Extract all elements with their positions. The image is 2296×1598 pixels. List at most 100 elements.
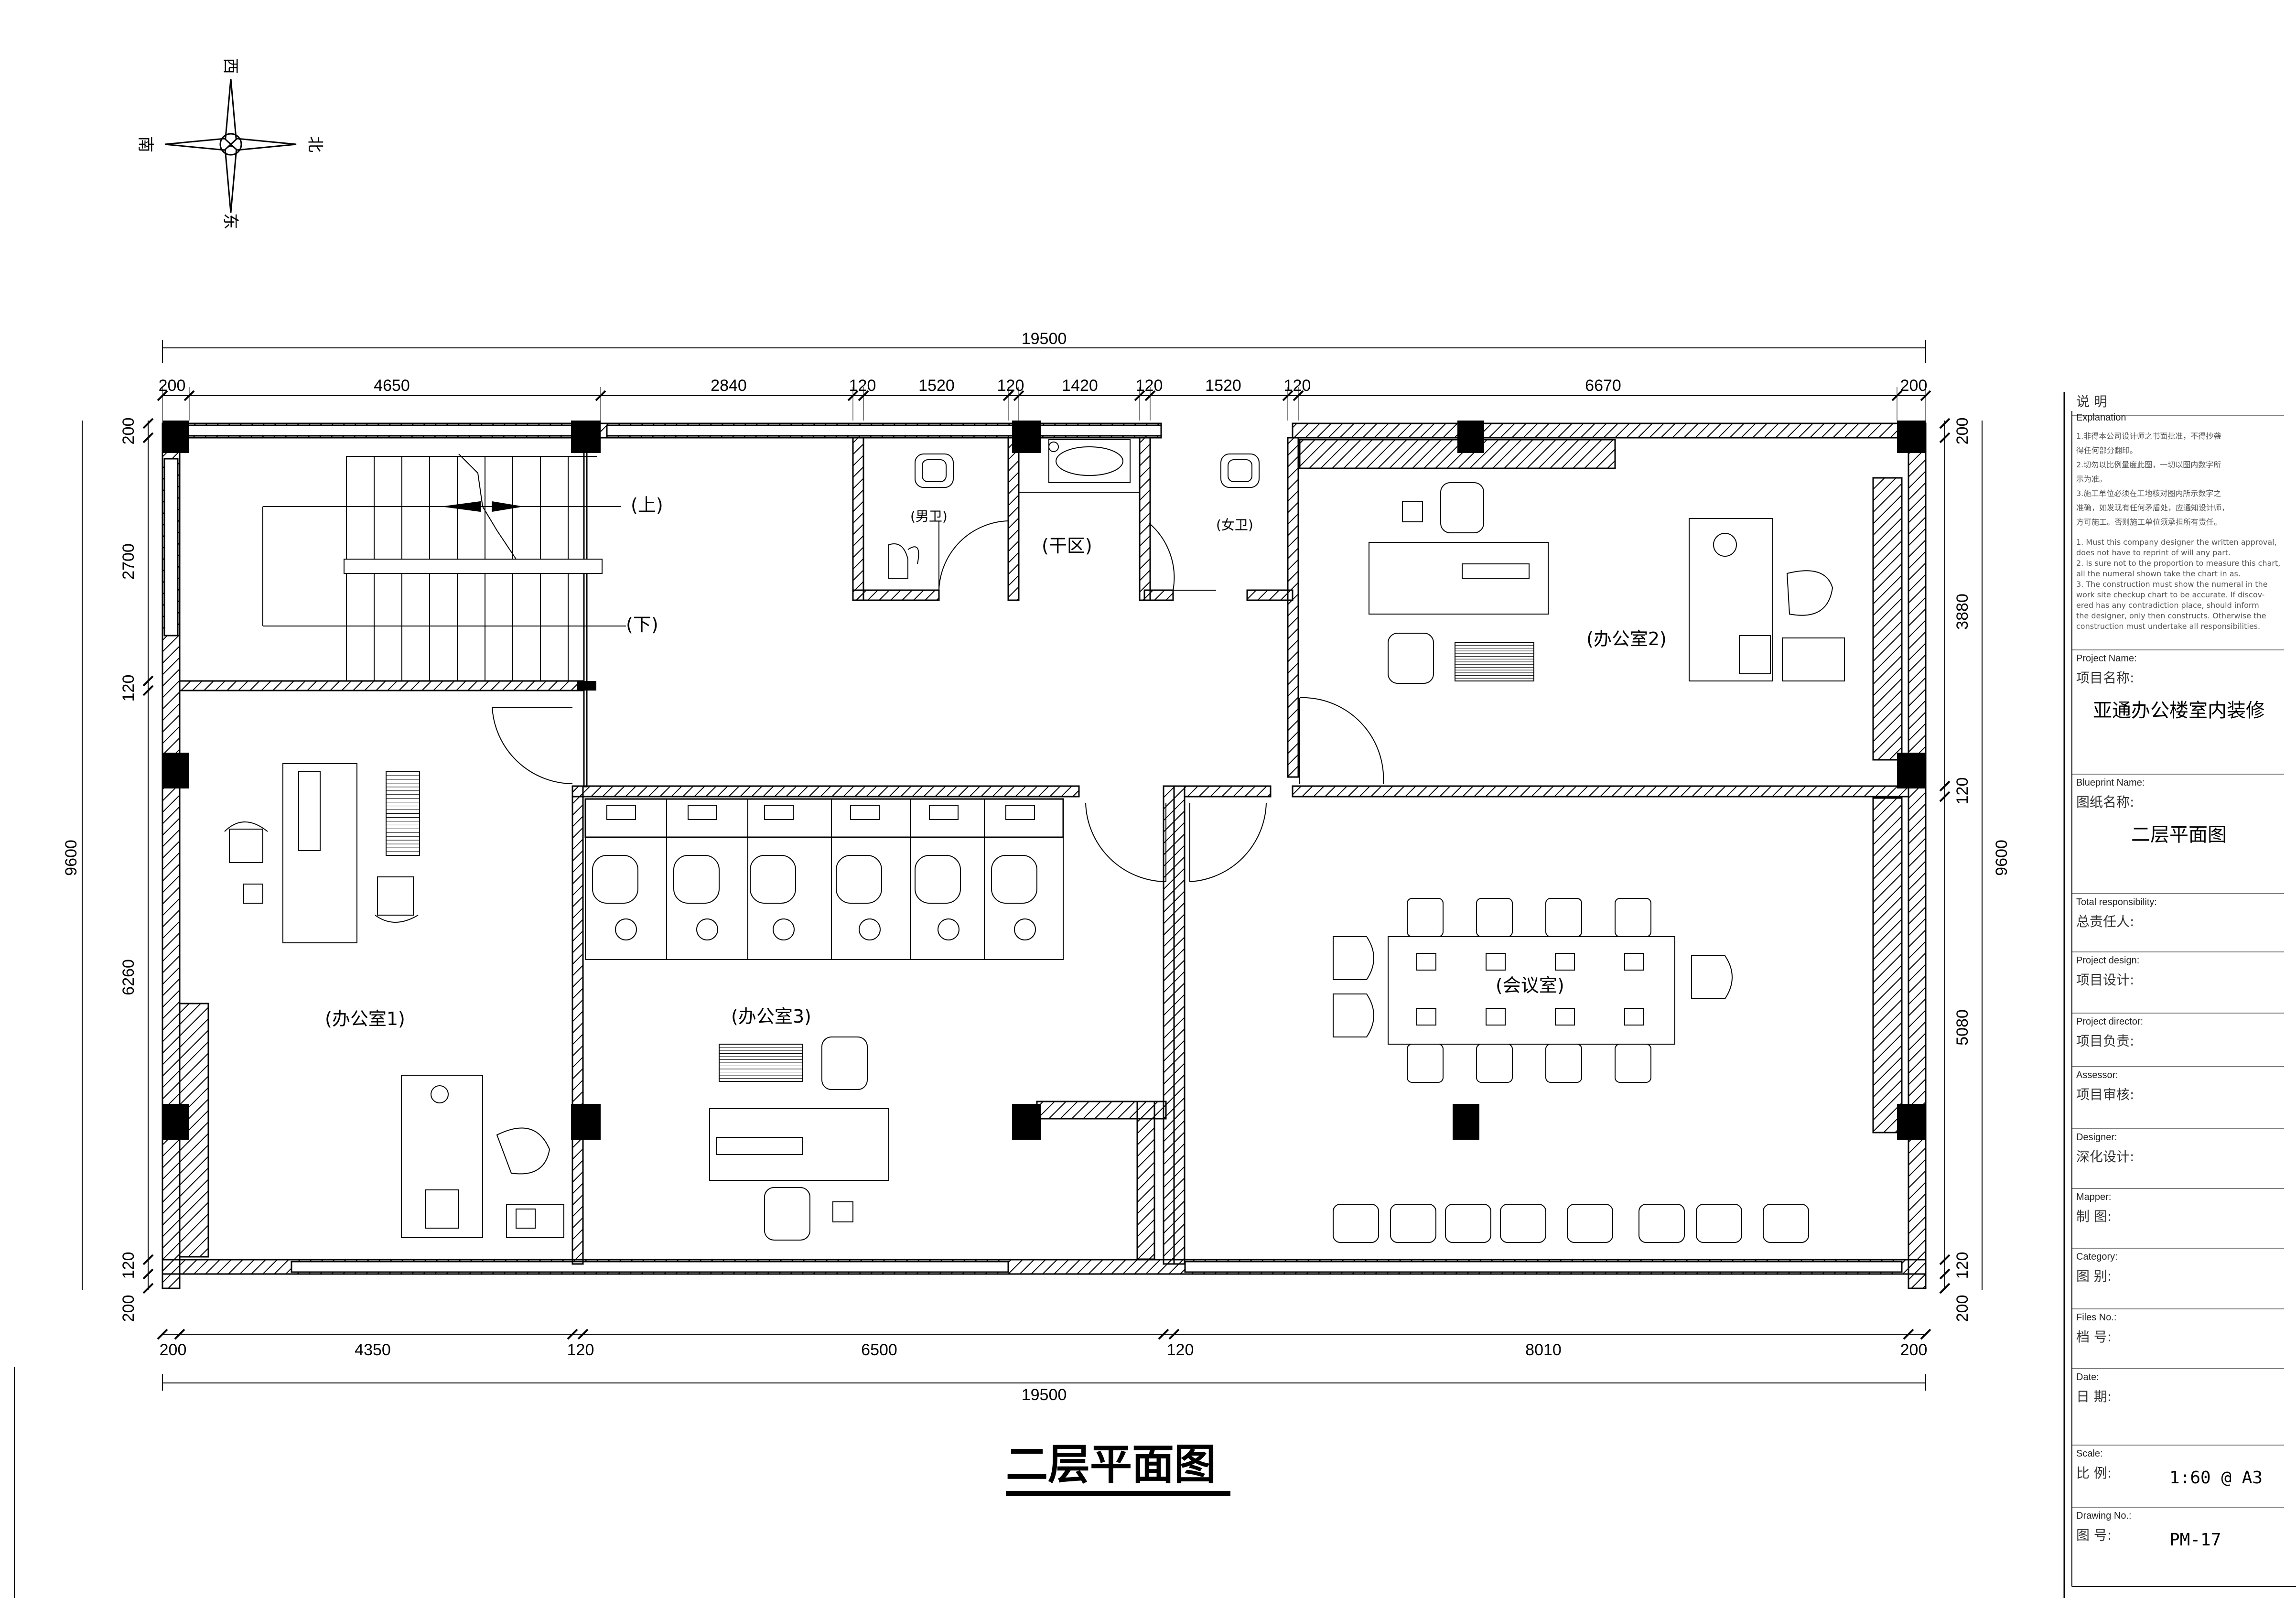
tb-blueprint-name-label-cn: 图纸名称: xyxy=(2076,794,2134,810)
dim-bottom-3: 6500 xyxy=(861,1341,897,1359)
column xyxy=(1897,753,1926,788)
staircase xyxy=(262,453,626,681)
chair xyxy=(764,1187,810,1241)
laptop xyxy=(1486,953,1506,971)
column xyxy=(162,421,189,453)
column xyxy=(1012,421,1041,453)
wall-office3-right xyxy=(1163,785,1175,1265)
chair xyxy=(1476,1044,1513,1083)
chair xyxy=(1333,993,1374,1037)
tb-designer-label-en: Designer: xyxy=(2076,1132,2117,1143)
sofa-seat xyxy=(1500,1204,1546,1243)
sofa-seat xyxy=(1763,1204,1809,1243)
chair xyxy=(592,855,638,904)
sofa-seat xyxy=(1445,1204,1491,1243)
dim-right-1: 3880 xyxy=(1953,594,1972,630)
tb-date-label-en: Date: xyxy=(2076,1372,2099,1382)
wall-office3-top xyxy=(571,785,1080,798)
male-wc-label: (男卫) xyxy=(910,508,948,524)
dim-bottom-1: 4350 xyxy=(355,1341,391,1359)
tb-project-director-label-en: Project director: xyxy=(2076,1016,2143,1027)
laptop xyxy=(1555,1008,1575,1026)
column xyxy=(1453,1104,1479,1140)
dim-right-total: 9600 xyxy=(1993,840,2011,876)
dim-right-5: 200 xyxy=(1953,1295,1972,1322)
tb-drawing-no-label-cn: 图 号: xyxy=(2076,1527,2112,1543)
walls xyxy=(162,422,1927,1289)
dim-right-2: 120 xyxy=(1953,777,1972,805)
tb-project-design-label-en: Project design: xyxy=(2076,955,2139,966)
tb-note-cn: 1.非得本公司设计师之书面批准，不得抄袭 xyxy=(2076,432,2221,441)
wall-meeting-left xyxy=(1173,785,1186,1265)
dim-right-4: 120 xyxy=(1953,1252,1972,1279)
tb-category-label-en: Category: xyxy=(2076,1252,2118,1262)
desk xyxy=(1369,542,1549,615)
monitor xyxy=(764,805,794,820)
tb-blueprint-name-value: 二层平面图 xyxy=(2131,824,2227,846)
sofa-seat xyxy=(1333,1204,1379,1243)
doors xyxy=(492,697,1384,882)
dim-left-0: 200 xyxy=(119,418,138,445)
tb-scale-label-cn: 比 例: xyxy=(2076,1465,2112,1481)
chair xyxy=(1615,898,1651,937)
sofa-seat xyxy=(1567,1204,1613,1243)
female-wc-label: (女卫) xyxy=(1216,517,1253,533)
dim-bottom-4: 120 xyxy=(1167,1341,1194,1359)
chair xyxy=(1786,570,1833,616)
tb-mapper-label-cn: 制 图: xyxy=(2076,1209,2112,1224)
column xyxy=(162,753,189,788)
tb-assessor-label-en: Assessor: xyxy=(2076,1070,2118,1080)
drawing-title: 二层平面图 xyxy=(1006,1440,1216,1489)
laptop xyxy=(1416,953,1436,971)
dim-top-10: 6670 xyxy=(1585,377,1621,395)
sink-tap-icon xyxy=(1048,442,1059,452)
tb-scale-label-en: Scale: xyxy=(2076,1448,2103,1459)
tb-assessor-label-cn: 项目审核: xyxy=(2076,1087,2134,1102)
tb-category-label-cn: 图 别: xyxy=(2076,1268,2112,1284)
tb-note-cn: 准确，如发现有任何矛盾处，应通知设计师， xyxy=(2076,503,2229,512)
tb-total-responsibility-label-cn: 总责任人: xyxy=(2076,914,2134,929)
tb-note-cn: 得任何部分翻印。 xyxy=(2076,446,2137,455)
tb-explanation-en: Explanation xyxy=(2076,412,2126,423)
tb-designer-label-cn: 深化设计: xyxy=(2076,1149,2134,1165)
tb-drawing-no-value: PM-17 xyxy=(2169,1530,2221,1550)
laptop xyxy=(1555,953,1575,971)
tb-blueprint-name-label-en: Blueprint Name: xyxy=(2076,777,2145,788)
sofa-seat xyxy=(1638,1204,1685,1243)
tb-note-en: does not have to reprint of will any par… xyxy=(2076,548,2231,557)
wall-top-right xyxy=(1292,422,1927,439)
tb-note-en: 3. The construction must show the numera… xyxy=(2076,580,2268,589)
compass-north-label: 北 xyxy=(305,136,324,152)
tb-project-name-label-en: Project Name: xyxy=(2076,653,2137,664)
column xyxy=(1012,1104,1041,1140)
dim-top-8: 1520 xyxy=(1205,377,1241,395)
dim-top-7: 120 xyxy=(1136,377,1163,395)
chair xyxy=(1333,936,1374,980)
dim-top-0: 200 xyxy=(159,377,186,395)
dim-left-3: 6260 xyxy=(119,959,138,995)
wall-wc-mid1 xyxy=(1007,437,1020,601)
dim-bottom-2: 120 xyxy=(567,1341,594,1359)
dim-right-3: 5080 xyxy=(1953,1009,1972,1046)
meeting-furniture xyxy=(1333,898,1809,1243)
wall-wc-left xyxy=(852,437,864,601)
dim-left-1: 2700 xyxy=(119,543,138,580)
laptop xyxy=(1486,1008,1506,1026)
tb-scale-value: 1:60 @ A3 xyxy=(2169,1468,2263,1488)
stair-up-label: (上) xyxy=(631,495,663,516)
tb-total-responsibility-label-en: Total responsibility: xyxy=(2076,897,2157,907)
monitor xyxy=(688,805,717,820)
chair xyxy=(991,855,1037,904)
dim-right-0: 200 xyxy=(1953,418,1972,445)
dimension-texts: 19500 19500 200 4650 2840 120 1520 120 1… xyxy=(62,330,2011,1404)
tb-note-en: all the numeral shown take the chart in … xyxy=(2076,569,2241,578)
compass-west-label: 西 xyxy=(221,58,240,74)
tb-note-en: work site checkup chart to be accurate. … xyxy=(2076,590,2264,599)
dim-top-11: 200 xyxy=(1900,377,1928,395)
chair xyxy=(377,876,414,916)
monitor xyxy=(929,805,959,820)
dim-total-top: 19500 xyxy=(1022,330,1067,348)
meeting-label: (会议室) xyxy=(1496,975,1564,996)
office3-label: (办公室3) xyxy=(731,1006,811,1027)
chair xyxy=(229,829,263,863)
